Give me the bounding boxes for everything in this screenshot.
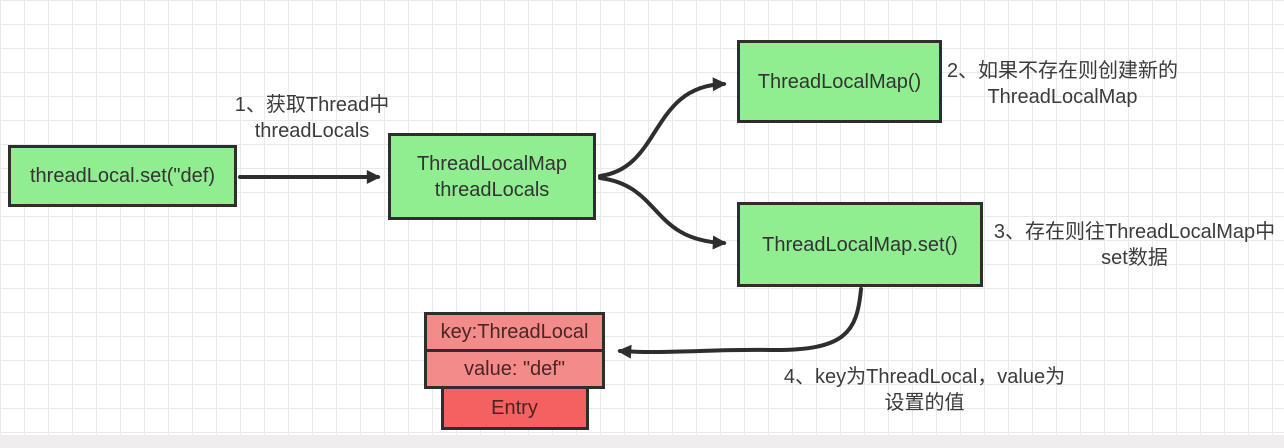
annotation-step4-line1: 4、key为ThreadLocal，value为 bbox=[783, 366, 1066, 388]
annotation-step1-line1: 1、获取Thread中 bbox=[234, 94, 390, 116]
node-threadlocals-line2: threadLocals bbox=[434, 178, 550, 201]
entry-value-cell: value: "def" bbox=[424, 349, 605, 389]
annotation-step1-line2: threadLocals bbox=[254, 120, 370, 142]
annotation-step2-line1: 2、如果不存在则创建新的 bbox=[946, 60, 1179, 82]
annotation-step4: 4、key为ThreadLocal，value为 设置的值 bbox=[772, 364, 1077, 416]
annotation-step3-line1: 3、存在则往ThreadLocalMap中 bbox=[993, 221, 1276, 243]
annotation-step1: 1、获取Thread中 threadLocals bbox=[222, 92, 402, 144]
annotation-step3-line2: set数据 bbox=[1101, 247, 1168, 269]
annotation-step2-line2: ThreadLocalMap bbox=[987, 86, 1138, 108]
node-threadlocal-set-label: threadLocal.set("def) bbox=[30, 165, 215, 187]
node-threadlocalmap-constructor-label: ThreadLocalMap() bbox=[757, 70, 922, 93]
node-threadlocalmap-set: ThreadLocalMap.set() bbox=[737, 202, 983, 287]
entry-key-label: key:ThreadLocal bbox=[440, 320, 589, 343]
entry-title-cell: Entry bbox=[440, 386, 589, 430]
edge-threadlocals-to-set bbox=[598, 176, 727, 250]
entry-structure: key:ThreadLocal value: "def" Entry bbox=[424, 312, 605, 430]
annotation-step3: 3、存在则往ThreadLocalMap中 set数据 bbox=[985, 219, 1284, 271]
node-threadlocalmap-set-label: ThreadLocalMap.set() bbox=[762, 233, 958, 256]
annotation-step4-line2: 设置的值 bbox=[884, 392, 965, 414]
node-threadlocal-set: threadLocal.set("def) bbox=[8, 145, 237, 207]
entry-key-cell: key:ThreadLocal bbox=[424, 312, 605, 352]
node-threadlocals-line1: ThreadLocalMap bbox=[416, 152, 568, 175]
annotation-step2: 2、如果不存在则创建新的 ThreadLocalMap bbox=[930, 58, 1195, 110]
node-threadlocalmap-constructor: ThreadLocalMap() bbox=[737, 40, 942, 123]
edge-set-to-entry bbox=[617, 287, 863, 359]
entry-value-label: value: "def" bbox=[464, 357, 565, 380]
edge-threadlocals-to-create bbox=[598, 77, 727, 178]
canvas-bottom-edge bbox=[0, 435, 1284, 448]
node-threadlocals: ThreadLocalMap threadLocals bbox=[388, 133, 596, 220]
entry-title-label: Entry bbox=[491, 396, 538, 419]
